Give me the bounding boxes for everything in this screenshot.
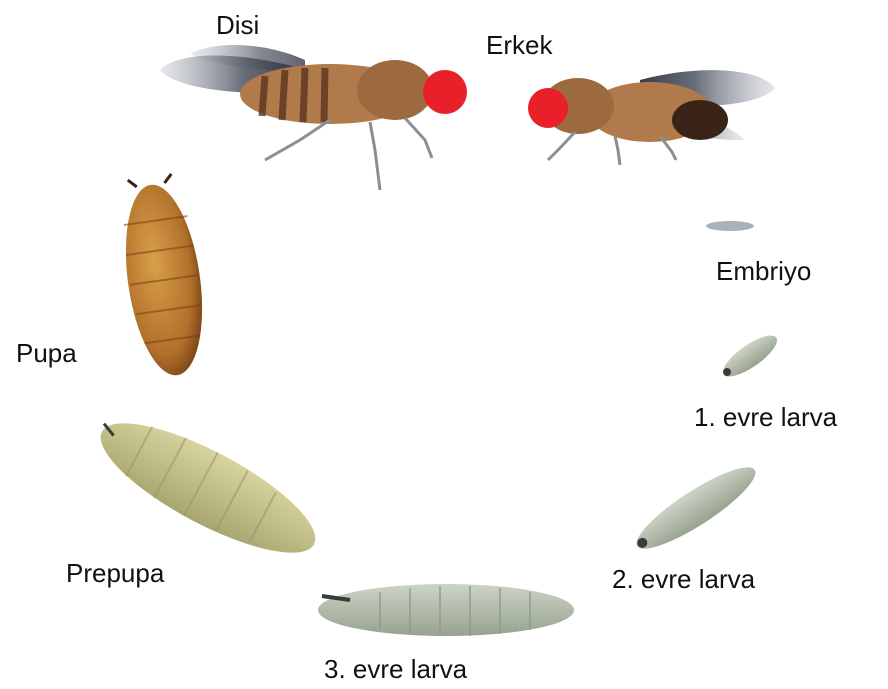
embryo-illustration xyxy=(706,221,754,231)
pupa-illustration xyxy=(114,172,213,380)
label-prepupa: Prepupa xyxy=(66,560,164,586)
label-pupa: Pupa xyxy=(16,340,77,366)
male-fly-illustration xyxy=(528,70,775,165)
label-larva3: 3. evre larva xyxy=(324,656,467,682)
larva2-illustration xyxy=(628,456,764,561)
female-fly-illustration xyxy=(160,45,467,190)
label-female: Disi xyxy=(216,12,259,38)
label-embryo: Embriyo xyxy=(716,258,811,284)
larva3-illustration xyxy=(318,584,574,636)
label-larva1: 1. evre larva xyxy=(694,404,837,430)
prepupa-illustration xyxy=(83,399,330,576)
label-larva2: 2. evre larva xyxy=(612,566,755,592)
label-male: Erkek xyxy=(486,32,552,58)
larva1-illustration xyxy=(717,329,782,384)
